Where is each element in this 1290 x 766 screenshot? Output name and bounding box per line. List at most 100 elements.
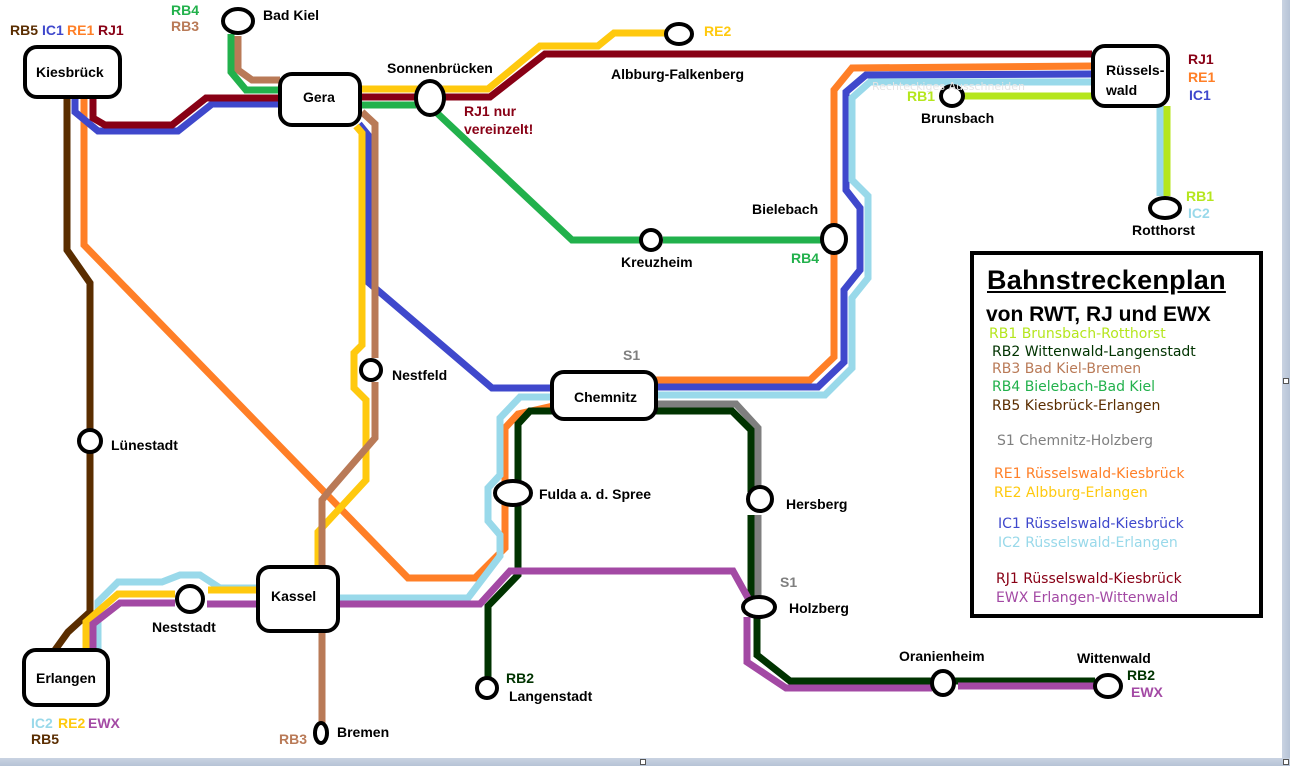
station-dot-brunsbach[interactable]	[939, 84, 965, 108]
station-box-ruesselswald[interactable]	[1091, 44, 1170, 108]
line-IC2-west	[340, 393, 553, 602]
code-kiesbrueck-RB5: RB5	[10, 22, 38, 38]
line-IC1-south	[356, 121, 552, 392]
line-IC2-east	[656, 78, 1092, 399]
code-erlangen-EWX: EWX	[88, 715, 121, 731]
station-dot-langenstadt[interactable]	[475, 676, 499, 700]
legend-item-IC2: IC2 Rüsselswald-Erlangen	[998, 535, 1178, 551]
line-RB4-north	[227, 34, 280, 94]
station-dot-bremen[interactable]	[313, 721, 329, 745]
line-IC2-kassel	[94, 571, 258, 650]
line-RB2-north	[514, 407, 553, 482]
code-brunsbach-RB1: RB1	[907, 88, 935, 104]
station-dot-kreuzheim[interactable]	[639, 228, 663, 252]
code-kiesbrueck-RE1: RE1	[67, 22, 94, 38]
label-wittenwald: Wittenwald	[1077, 650, 1151, 666]
code-kiesbrueck-IC1: IC1	[42, 22, 64, 38]
legend-item-RJ1: RJ1 Rüsselswald-Kiesbrück	[996, 571, 1182, 587]
code-holzberg-S1: S1	[780, 574, 797, 590]
code-albburg-RE2: RE2	[704, 23, 731, 39]
station-box-kiesbrueck[interactable]	[23, 45, 122, 99]
horizontal-resize-handle[interactable]	[640, 759, 646, 765]
code-rotthorst-RB1: RB1	[1186, 188, 1214, 204]
station-dot-bad-kiel[interactable]	[221, 7, 255, 35]
label-kassel: Kassel	[271, 588, 316, 604]
label-ruesselswald-2: wald	[1105, 82, 1137, 98]
legend-item-S1: S1 Chemnitz-Holzberg	[997, 433, 1154, 449]
label-langenstadt: Langenstadt	[509, 688, 593, 704]
code-bielebach-RB4: RB4	[791, 250, 819, 266]
label-ruesselswald-1: Rüssels-	[1106, 62, 1165, 78]
legend-box: Bahnstreckenplan von RWT, RJ und EWX RB1…	[970, 251, 1263, 618]
corner-resize-handle[interactable]	[1283, 759, 1289, 765]
horizontal-scrollbar[interactable]	[0, 758, 1290, 766]
station-dot-albburg[interactable]	[664, 22, 694, 46]
label-bad-kiel: Bad Kiel	[263, 7, 319, 23]
station-box-gera[interactable]	[278, 72, 362, 127]
station-dot-oranienheim[interactable]	[930, 669, 956, 697]
line-EWX-south	[743, 617, 932, 692]
label-erlangen: Erlangen	[36, 670, 96, 686]
legend-item-RB4: RB4 Bielebach-Bad Kiel	[992, 379, 1155, 395]
label-neststadt: Neststadt	[152, 619, 216, 635]
label-brunsbach: Brunsbach	[921, 110, 994, 126]
station-dot-holzberg[interactable]	[741, 595, 777, 619]
line-RB2-south	[753, 617, 932, 685]
line-RB2-mid	[484, 506, 522, 680]
code-badkiel-RB3: RB3	[171, 18, 199, 34]
line-RB2-east	[656, 407, 755, 492]
station-box-kassel[interactable]	[256, 565, 340, 633]
line-RB3-south2	[318, 382, 379, 568]
legend-item-RE1: RE1 Rüsselswald-Kiesbrück	[994, 466, 1185, 482]
note-rj1-2: vereinzelt!	[464, 121, 533, 137]
station-dot-fulda[interactable]	[493, 479, 533, 507]
station-dot-neststadt[interactable]	[175, 584, 205, 614]
station-dot-hersberg[interactable]	[746, 485, 774, 513]
label-luenestadt: Lünestadt	[111, 437, 178, 453]
legend-item-RB3: RB3 Bad Kiel-Bremen	[992, 361, 1142, 377]
label-sonnenbruecken: Sonnenbrücken	[387, 60, 493, 76]
line-S1	[656, 400, 762, 492]
line-RE1	[80, 98, 554, 582]
label-bremen: Bremen	[337, 724, 389, 740]
label-hersberg: Hersberg	[786, 496, 847, 512]
code-badkiel-RB4: RB4	[171, 2, 199, 18]
line-RE2-south	[314, 123, 370, 568]
line-RB3-south	[359, 109, 379, 358]
station-box-chemnitz[interactable]	[550, 370, 658, 421]
line-IC1	[71, 98, 282, 135]
line-RJ1	[89, 94, 280, 129]
legend-item-RB5: RB5 Kiesbrück-Erlangen	[992, 398, 1161, 414]
label-holzberg: Holzberg	[789, 600, 849, 616]
station-dot-rotthorst[interactable]	[1148, 196, 1182, 220]
code-wittenwald-EWX: EWX	[1131, 684, 1164, 700]
label-fulda: Fulda a. d. Spree	[539, 486, 651, 502]
note-rj1-1: RJ1 nur	[464, 103, 517, 119]
station-dot-luenestadt[interactable]	[77, 428, 103, 454]
station-dot-sonnenbruecken[interactable]	[414, 79, 446, 117]
station-dot-wittenwald[interactable]	[1093, 673, 1123, 699]
line-RE2-erlangen	[82, 590, 175, 650]
code-kiesbrueck-RJ1: RJ1	[98, 22, 124, 38]
line-EWX-erlangen	[89, 599, 175, 650]
code-chemnitz-S1: S1	[623, 347, 640, 363]
legend-title: Bahnstreckenplan	[987, 265, 1226, 295]
code-rotthorst-IC2: IC2	[1188, 205, 1210, 221]
station-dot-bielebach[interactable]	[820, 223, 848, 255]
legend-item-RB2: RB2 Wittenwald-Langenstadt	[992, 344, 1196, 360]
legend-subtitle: von RWT, RJ und EWX	[986, 303, 1211, 326]
label-nestfeld: Nestfeld	[392, 367, 447, 383]
line-EWX-mid	[340, 567, 752, 608]
legend-item-EWX: EWX Erlangen-Wittenwald	[996, 590, 1179, 606]
vertical-scrollbar[interactable]	[1282, 0, 1290, 758]
vertical-resize-handle[interactable]	[1283, 378, 1289, 384]
station-box-erlangen[interactable]	[22, 648, 110, 707]
label-chemnitz: Chemnitz	[574, 389, 637, 405]
label-albburg: Albburg-Falkenberg	[611, 66, 744, 82]
code-ruessels-RE1: RE1	[1188, 69, 1215, 85]
station-dot-nestfeld[interactable]	[359, 358, 383, 382]
line-IC1-east	[656, 70, 1093, 391]
code-ruessels-RJ1: RJ1	[1188, 51, 1214, 67]
